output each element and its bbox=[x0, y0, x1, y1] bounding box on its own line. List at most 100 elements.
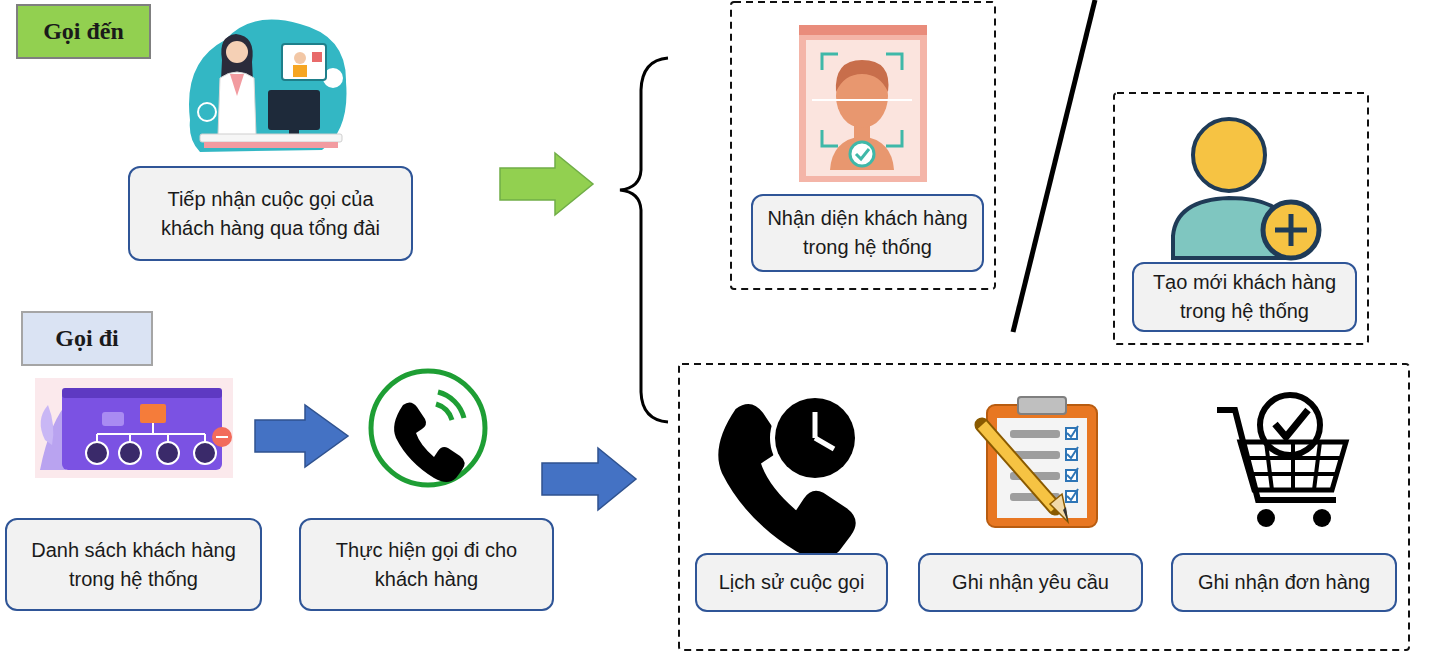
request-clipboard-icon bbox=[1063, 507, 1068, 522]
call-center-illustration bbox=[312, 52, 322, 62]
customer-list-illustration bbox=[102, 412, 124, 426]
node-label: Lịch sử cuộc gọi bbox=[719, 568, 865, 597]
process-box: Lịch sử cuộc gọi bbox=[695, 553, 888, 612]
blue-block-arrow bbox=[542, 448, 636, 510]
call-history-icon bbox=[770, 393, 860, 483]
add-user-icon bbox=[1193, 119, 1265, 191]
curly-brace bbox=[620, 58, 668, 422]
call-center-illustration bbox=[230, 74, 244, 96]
node-label: Nhận diện khách hàng trong hệ thống bbox=[767, 204, 968, 262]
node-label: Gọi đến bbox=[43, 18, 124, 45]
add-user-icon bbox=[1275, 228, 1307, 233]
customer-list-illustration bbox=[62, 388, 222, 470]
customer-list-illustration bbox=[86, 442, 108, 464]
request-clipboard-icon bbox=[1066, 428, 1077, 502]
dashed-frame bbox=[731, 2, 995, 289]
node-text-group: Gọi đến bbox=[43, 18, 124, 45]
process-box: Danh sách khách hàng trong hệ thống bbox=[5, 518, 262, 611]
call-center-illustration bbox=[189, 20, 347, 152]
node-label: Danh sách khách hàng trong hệ thống bbox=[21, 536, 246, 594]
call-history-icon bbox=[775, 398, 855, 478]
process-box: Ghi nhận đơn hàng bbox=[1171, 553, 1397, 612]
process-box: Tạo mới khách hàng trong hệ thống bbox=[1132, 262, 1357, 332]
dashed-frame bbox=[679, 2, 1409, 650]
dashed-frame bbox=[1114, 93, 1368, 344]
dashed-frame bbox=[679, 364, 1409, 650]
face-recognition-icon bbox=[799, 25, 927, 182]
phone-call-icon bbox=[394, 402, 464, 482]
node-text-group: Nhận diện khách hàng trong hệ thống bbox=[767, 204, 968, 262]
node-label: Gọi đi bbox=[55, 325, 118, 352]
request-clipboard-icon bbox=[982, 397, 1097, 527]
face-recognition-icon bbox=[850, 142, 874, 166]
node-label: Tạo mới khách hàng trong hệ thống bbox=[1148, 268, 1341, 326]
order-cart-icon bbox=[1244, 442, 1341, 490]
request-clipboard-icon bbox=[1018, 397, 1066, 414]
node-label: Thực hiện gọi đi cho khách hàng bbox=[315, 536, 538, 594]
node-label: Ghi nhận đơn hàng bbox=[1198, 568, 1370, 597]
order-cart-icon bbox=[1275, 410, 1308, 437]
order-cart-icon bbox=[1260, 395, 1320, 455]
process-box: Ghi nhận yêu cầu bbox=[918, 553, 1143, 612]
phone-call-icon bbox=[436, 392, 464, 420]
phone-call-icon bbox=[371, 371, 485, 485]
face-recognition-icon bbox=[856, 149, 869, 159]
process-box: Thực hiện gọi đi cho khách hàng bbox=[299, 518, 554, 611]
call-center-illustration bbox=[294, 52, 306, 64]
request-clipboard-icon bbox=[987, 405, 1097, 527]
customer-list-illustration bbox=[216, 436, 228, 438]
node-text-group: Tiếp nhận cuộc gọi của khách hàng qua tổ… bbox=[144, 185, 397, 243]
call-center-illustration bbox=[204, 142, 338, 148]
customer-list-illustration bbox=[62, 388, 222, 398]
node-label: Ghi nhận yêu cầu bbox=[952, 568, 1109, 597]
call-center-illustration bbox=[226, 41, 248, 63]
order-cart-icon bbox=[1240, 442, 1346, 490]
add-user-icon bbox=[1173, 119, 1319, 258]
request-clipboard-icon bbox=[982, 425, 1055, 508]
order-cart-icon bbox=[1257, 509, 1275, 527]
customer-list-illustration bbox=[35, 378, 233, 478]
face-recognition-icon bbox=[799, 25, 927, 35]
request-clipboard-icon bbox=[982, 425, 1055, 508]
customer-list-illustration bbox=[41, 405, 54, 445]
call-center-illustration bbox=[293, 65, 307, 77]
section-tag: Gọi đi bbox=[21, 311, 153, 366]
face-recognition-icon bbox=[822, 54, 902, 146]
process-box: Tiếp nhận cuộc gọi của khách hàng qua tổ… bbox=[128, 166, 413, 261]
order-cart-icon bbox=[1217, 395, 1346, 527]
customer-list-illustration bbox=[212, 427, 232, 447]
call-center-illustration bbox=[200, 134, 342, 142]
request-clipboard-icon bbox=[1067, 426, 1078, 500]
customer-list-illustration bbox=[157, 442, 179, 464]
call-center-illustration bbox=[218, 72, 256, 135]
node-text-group: Tạo mới khách hàng trong hệ thống bbox=[1148, 268, 1341, 326]
node-text-group: Danh sách khách hàng trong hệ thống bbox=[21, 536, 246, 594]
section-tag: Gọi đến bbox=[16, 4, 151, 59]
face-recognition-icon bbox=[799, 25, 927, 182]
node-text-group: Thực hiện gọi đi cho khách hàng bbox=[315, 536, 538, 594]
customer-list-illustration bbox=[119, 442, 141, 464]
order-cart-icon bbox=[1313, 509, 1331, 527]
request-clipboard-icon bbox=[1010, 430, 1060, 438]
face-recognition-icon bbox=[836, 60, 889, 92]
call-history-icon bbox=[813, 412, 818, 438]
node-text-group: Lịch sử cuộc gọi bbox=[719, 568, 865, 597]
call-history-icon bbox=[815, 438, 834, 449]
call-center-illustration bbox=[268, 90, 320, 130]
node-label: Tiếp nhận cuộc gọi của khách hàng qua tổ… bbox=[144, 185, 397, 243]
customer-list-illustration bbox=[194, 442, 216, 464]
face-recognition-icon bbox=[812, 99, 912, 101]
call-center-illustration bbox=[282, 44, 326, 80]
green-block-arrow bbox=[500, 153, 593, 215]
node-text-group: Ghi nhận đơn hàng bbox=[1198, 568, 1370, 597]
blue-block-arrow bbox=[255, 405, 348, 467]
phone-call-icon bbox=[371, 371, 485, 485]
call-history-icon bbox=[718, 393, 860, 559]
call-center-illustration bbox=[189, 20, 347, 152]
node-text-group: Gọi đi bbox=[55, 325, 118, 352]
call-center-illustration bbox=[198, 103, 216, 121]
customer-list-illustration bbox=[35, 378, 233, 478]
slash-line bbox=[1013, 0, 1095, 332]
process-box: Nhận diện khách hàng trong hệ thống bbox=[751, 194, 984, 272]
